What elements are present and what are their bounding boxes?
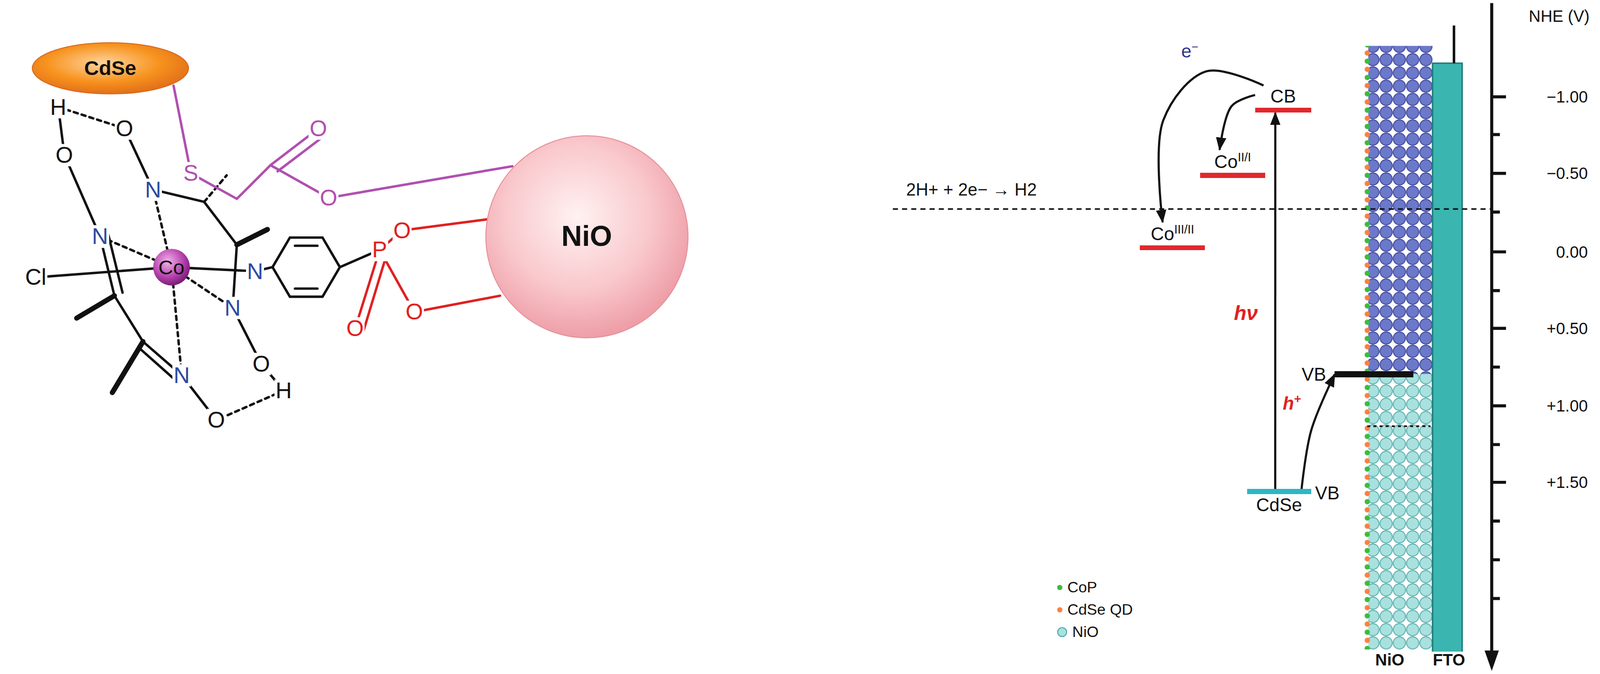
atom-label: O bbox=[114, 117, 135, 140]
axis-title: NHE (V) bbox=[1527, 8, 1591, 25]
quantum-dot: CdSe bbox=[31, 41, 190, 95]
tick-label: +0.50 bbox=[1545, 320, 1589, 337]
atom-label: O bbox=[206, 409, 227, 432]
edge-label: e− bbox=[1179, 40, 1200, 62]
superscript: + bbox=[1294, 391, 1302, 406]
metal-label: Co bbox=[157, 256, 186, 278]
level-bar bbox=[1255, 107, 1312, 114]
transfer-arrow bbox=[1158, 70, 1264, 223]
atom-label: H bbox=[274, 379, 293, 402]
tick-label: −1.00 bbox=[1545, 88, 1589, 105]
level-label: CB bbox=[1270, 85, 1297, 108]
energy-level: CB bbox=[1255, 85, 1312, 113]
atom-label: P bbox=[371, 238, 389, 262]
level-bar bbox=[1139, 245, 1206, 251]
level-bar bbox=[1200, 172, 1266, 179]
legend-swatch bbox=[1057, 585, 1063, 591]
atom-label: N bbox=[91, 225, 110, 248]
level-label: VB bbox=[1315, 482, 1340, 505]
node-shape bbox=[32, 42, 189, 95]
superscript: II/I bbox=[1237, 150, 1251, 164]
tick-label: +1.00 bbox=[1545, 397, 1589, 415]
legend-entry: NiO bbox=[1057, 624, 1099, 641]
atom-label: O bbox=[54, 143, 75, 167]
legend-label: CoP bbox=[1067, 579, 1098, 597]
energy-level: CdSeVB bbox=[1247, 489, 1312, 517]
atom-label: N bbox=[143, 178, 162, 201]
atom-label: O bbox=[251, 352, 272, 376]
level-label: VB bbox=[1301, 363, 1327, 386]
atom-label: O bbox=[404, 301, 425, 324]
level-label: CoIII/II bbox=[1150, 222, 1194, 246]
transfer-arrow bbox=[1301, 374, 1335, 490]
legend-entry: CoP bbox=[1057, 579, 1098, 597]
nio-level-line bbox=[1367, 425, 1431, 427]
superscript: − bbox=[1191, 39, 1199, 54]
phosphonate-anchor bbox=[355, 219, 501, 332]
nio-layer-teal bbox=[1368, 374, 1433, 650]
level-bar bbox=[1334, 371, 1413, 378]
atom-label: H bbox=[48, 95, 67, 119]
atom-label: O bbox=[308, 117, 329, 140]
atom-label: S bbox=[182, 162, 200, 185]
tick-label: 0.00 bbox=[1554, 244, 1589, 261]
qd-catalyst-dots bbox=[1362, 46, 1371, 651]
atom-label: Cl bbox=[24, 266, 48, 289]
nio-particle: NiO bbox=[484, 134, 690, 340]
layer-label: FTO bbox=[1431, 652, 1467, 669]
level-label: CoII/I bbox=[1214, 150, 1251, 173]
atom-label: O bbox=[318, 186, 339, 209]
h2-potential-line bbox=[892, 208, 1492, 210]
tick-label: −0.50 bbox=[1545, 165, 1589, 182]
edge-label: h+ bbox=[1281, 392, 1303, 414]
fto-electrode bbox=[1432, 63, 1462, 654]
potential-axis bbox=[1484, 2, 1506, 672]
node-label: NiO bbox=[561, 220, 613, 253]
nio-layer-blue bbox=[1368, 46, 1433, 375]
transfer-arrow bbox=[1274, 112, 1277, 490]
legend-label: CdSe QD bbox=[1067, 601, 1133, 619]
level-label: CdSe bbox=[1256, 494, 1303, 517]
cobaloxime-bonds bbox=[35, 107, 380, 421]
legend-entry: CdSe QD bbox=[1057, 601, 1133, 619]
legend-swatch bbox=[1057, 627, 1068, 638]
energy-level: CoIII/II bbox=[1139, 222, 1206, 251]
atom-label: O bbox=[392, 219, 412, 242]
energy-level: VB bbox=[1334, 371, 1413, 378]
transfer-arrow bbox=[1219, 94, 1256, 151]
node-shape bbox=[485, 135, 689, 339]
reaction-label: 2H+ + 2e− → H2 bbox=[905, 180, 1038, 199]
atom-label: N bbox=[172, 364, 191, 387]
thioglycolate-linker bbox=[173, 85, 512, 199]
layer-label: NiO bbox=[1374, 652, 1406, 669]
legend-label: NiO bbox=[1072, 624, 1099, 641]
superscript: III/II bbox=[1174, 222, 1195, 237]
cobalt-sphere bbox=[153, 248, 190, 286]
atom-label: O bbox=[345, 317, 365, 340]
electrode-wire bbox=[1452, 25, 1456, 64]
atom-label: N bbox=[246, 260, 265, 283]
energy-level: CoII/I bbox=[1200, 150, 1266, 179]
level-bar bbox=[1247, 489, 1312, 495]
legend-swatch bbox=[1057, 607, 1063, 613]
tick-label: +1.50 bbox=[1545, 474, 1589, 491]
node-label: CdSe bbox=[84, 56, 137, 80]
atom-label: N bbox=[223, 296, 242, 320]
edge-label: hν bbox=[1232, 302, 1260, 325]
